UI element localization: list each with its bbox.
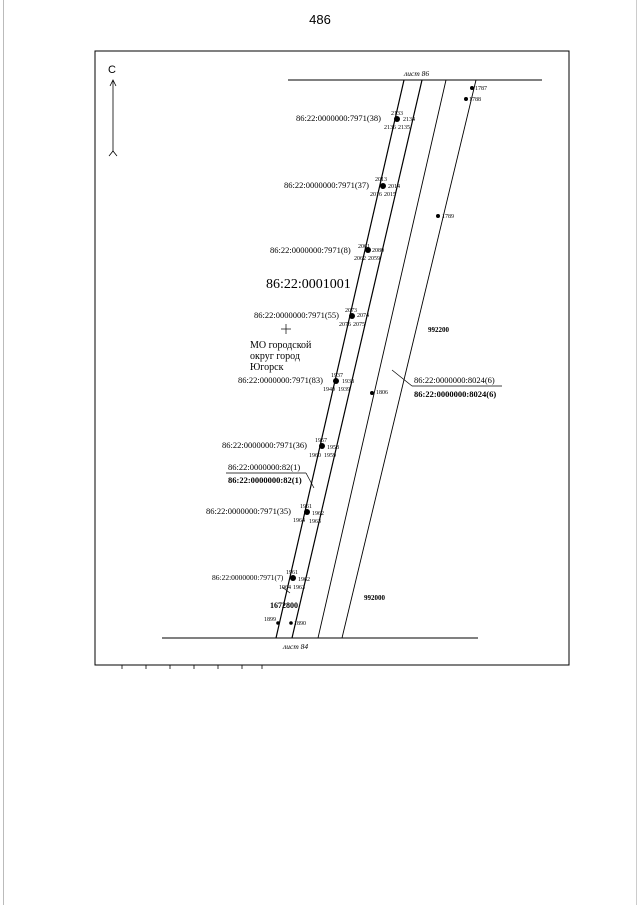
corridor-lines — [275, 79, 477, 639]
point-number: 2135 — [398, 125, 410, 131]
point-number: 2073 — [345, 308, 357, 314]
sheet-label-bottom: лист 84 — [282, 642, 308, 651]
parcel-8024-label-top: 86:22:0000000:8024(6) — [414, 375, 495, 385]
point-numbers: 1787 1788 1789 1806 2133 2134 2136 2135 … — [264, 86, 487, 627]
point-number: 1959 — [324, 453, 336, 459]
north-arrow-icon — [108, 79, 118, 157]
point-number: 1963 — [309, 519, 321, 525]
boundary-point — [394, 116, 400, 122]
point-number: 1957 — [315, 438, 327, 444]
boundary-point — [365, 247, 371, 253]
point-number: 1938 — [342, 379, 354, 385]
point-number: 2062 — [354, 256, 366, 262]
point-number: 1961 — [286, 570, 298, 576]
point-number: 2134 — [403, 117, 415, 123]
point-number: 2061 — [358, 244, 370, 250]
point-number: 1939 — [338, 387, 350, 393]
point-number: 1963 — [293, 585, 305, 591]
point-number: 1789 — [442, 214, 454, 220]
municipality-label-line: округ город — [250, 351, 300, 362]
point-label-1672800: 1672800 — [270, 601, 298, 610]
parcel-label: 86:22:0000000:7971(35) — [206, 506, 291, 516]
boundary-point — [276, 621, 280, 625]
boundary-point — [333, 378, 339, 384]
boundary-point — [304, 509, 310, 515]
boundary-points — [276, 86, 474, 625]
point-number: 2074 — [357, 313, 369, 319]
page-edge-right — [636, 0, 637, 905]
sheet-label-top: лист 86 — [403, 69, 429, 78]
parcel-82-label-top: 86:22:0000000:82(1) — [228, 462, 300, 472]
municipality-label-line: Югорск — [250, 362, 284, 373]
point-number: 2013 — [375, 177, 387, 183]
point-number: 1937 — [331, 373, 343, 379]
point-number: 1961 — [300, 504, 312, 510]
parcel-label: 86:22:0000000:7971(8) — [270, 245, 351, 255]
parcel-82-label-bottom: 86:22:0000000:82(1) — [228, 475, 302, 485]
point-number: 1964 — [293, 518, 305, 524]
point-number: 2076 — [339, 322, 351, 328]
region-code: 992000 — [364, 594, 386, 602]
point-number: 2015 — [384, 192, 396, 198]
scale-ticks — [121, 665, 263, 669]
parcel-8024-label-bottom: 86:22:0000000:8024(6) — [414, 389, 496, 399]
boundary-point — [319, 443, 325, 449]
point-number: 2133 — [391, 111, 403, 117]
point-number: 2016 — [370, 192, 382, 198]
page-number: 486 — [309, 12, 331, 27]
north-label: С — [108, 64, 116, 76]
parcel-label: 86:22:0000000:7971(7) — [212, 573, 284, 582]
parcel-label: 86:22:0000000:7971(55) — [254, 310, 339, 320]
boundary-point — [464, 97, 468, 101]
point-number: 2075 — [353, 322, 365, 328]
point-number: 1964 — [279, 585, 291, 591]
parcel-label: 86:22:0000000:7971(83) — [238, 375, 323, 385]
municipality-marker-icon — [281, 324, 291, 334]
boundary-point — [349, 313, 355, 319]
point-number: 1962 — [312, 511, 324, 517]
point-number: 2136 — [384, 125, 396, 131]
point-number: 1899 — [264, 617, 276, 623]
point-number: 1890 — [294, 621, 306, 627]
point-number: 1940 — [323, 387, 335, 393]
map-frame — [94, 50, 570, 666]
boundary-point — [289, 621, 293, 625]
boundary-point — [370, 391, 374, 395]
boundary-point — [436, 214, 440, 218]
boundary-point — [380, 183, 386, 189]
point-number: 1958 — [327, 445, 339, 451]
boundary-point — [290, 575, 296, 581]
point-number: 1960 — [309, 453, 321, 459]
point-number: 2014 — [388, 184, 400, 190]
parcel-label: 86:22:0000000:7971(36) — [222, 440, 307, 450]
quarter-number: 86:22:0001001 — [266, 277, 351, 292]
point-number: 1962 — [298, 577, 310, 583]
municipality-label-line: МО городской — [250, 340, 312, 351]
parcel-label: 86:22:0000000:7971(37) — [284, 180, 369, 190]
point-number: 2080 — [372, 248, 384, 254]
point-number: 1806 — [376, 390, 388, 396]
point-number: 2059 — [368, 256, 380, 262]
point-number: 1788 — [469, 97, 481, 103]
boundary-point — [470, 86, 474, 90]
region-code: 992200 — [428, 326, 450, 334]
parcel-label: 86:22:0000000:7971(38) — [296, 113, 381, 123]
leader-lines — [226, 369, 502, 594]
page-edge-left — [3, 0, 4, 905]
point-number: 1787 — [475, 86, 487, 92]
